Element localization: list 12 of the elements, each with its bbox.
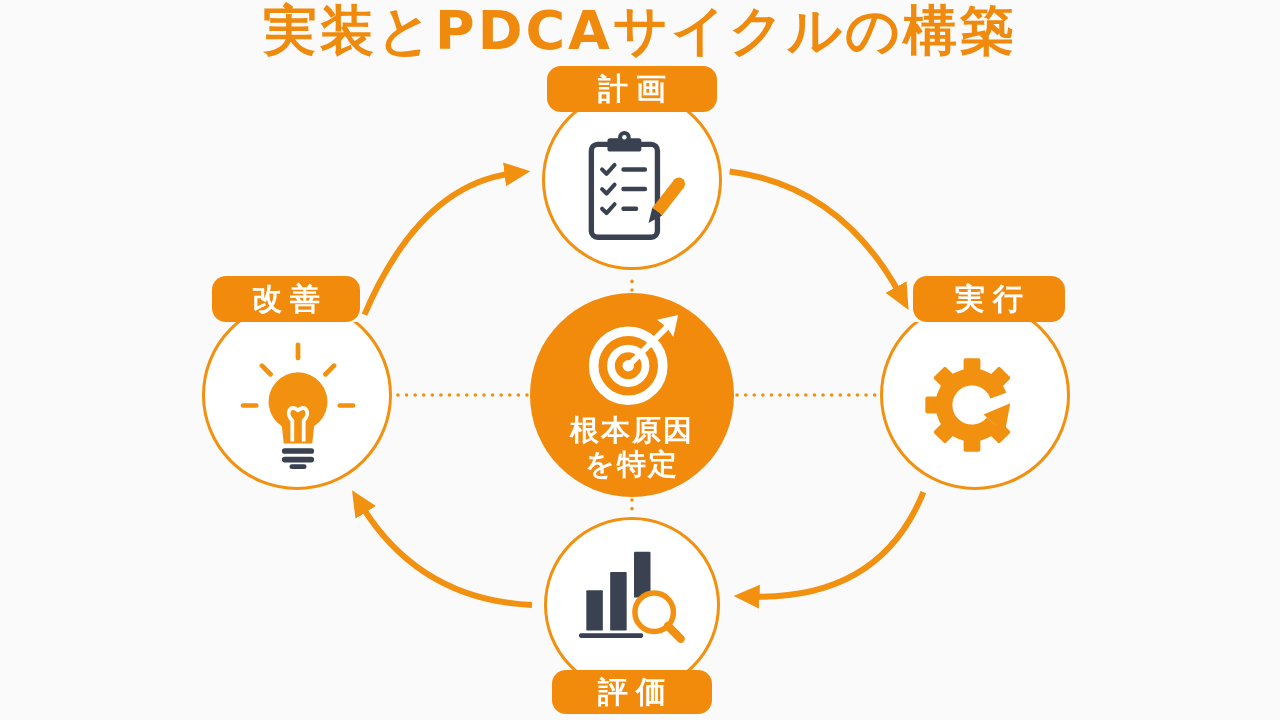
curved-arrow — [733, 490, 927, 609]
stage-label: 計画 — [547, 66, 717, 112]
stage-label: 改善 — [212, 276, 360, 322]
dotted-line — [735, 393, 879, 397]
stage-label: 実行 — [913, 276, 1065, 322]
title: 実装とPDCAサイクルの構築 — [263, 2, 1017, 60]
center-label: 根本原因を特定 — [568, 413, 695, 481]
stage-label: 評価 — [552, 670, 712, 714]
curved-arrow — [351, 490, 533, 608]
curved-arrow — [361, 163, 531, 316]
dotted-line — [393, 393, 529, 397]
curved-arrow — [729, 168, 910, 310]
